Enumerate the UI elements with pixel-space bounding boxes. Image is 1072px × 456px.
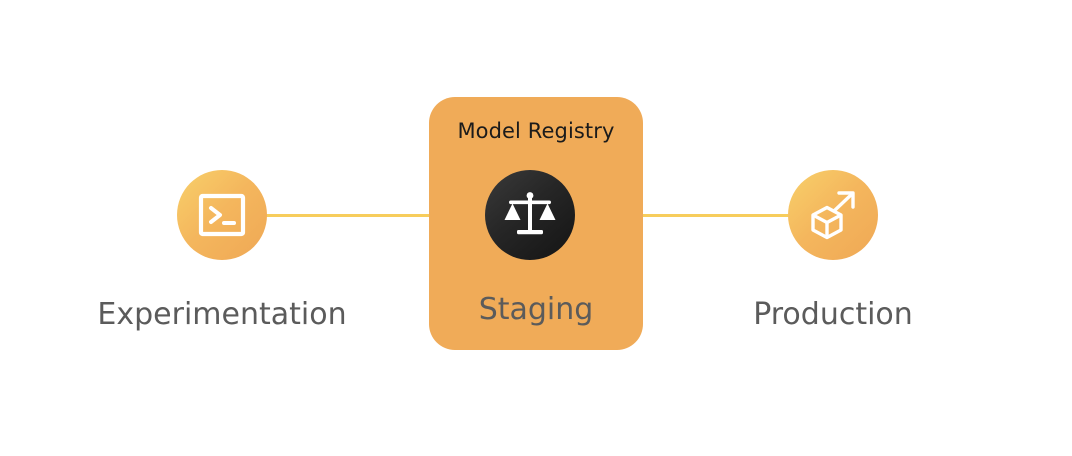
node-label-staging: Staging	[478, 292, 594, 327]
node-model-registry[interactable]	[485, 170, 575, 260]
balance-scales-icon	[503, 189, 557, 241]
node-experimentation[interactable]	[177, 170, 267, 260]
cube-arrow-icon	[805, 187, 861, 243]
node-label-production: Production	[753, 297, 913, 332]
connector-staging-to-production	[622, 214, 812, 217]
terminal-icon	[196, 189, 248, 241]
staging-card-title: Model Registry	[457, 119, 615, 143]
node-label-experimentation: Experimentation	[97, 297, 347, 332]
connector-experimentation-to-staging	[262, 214, 452, 217]
node-production[interactable]	[788, 170, 878, 260]
